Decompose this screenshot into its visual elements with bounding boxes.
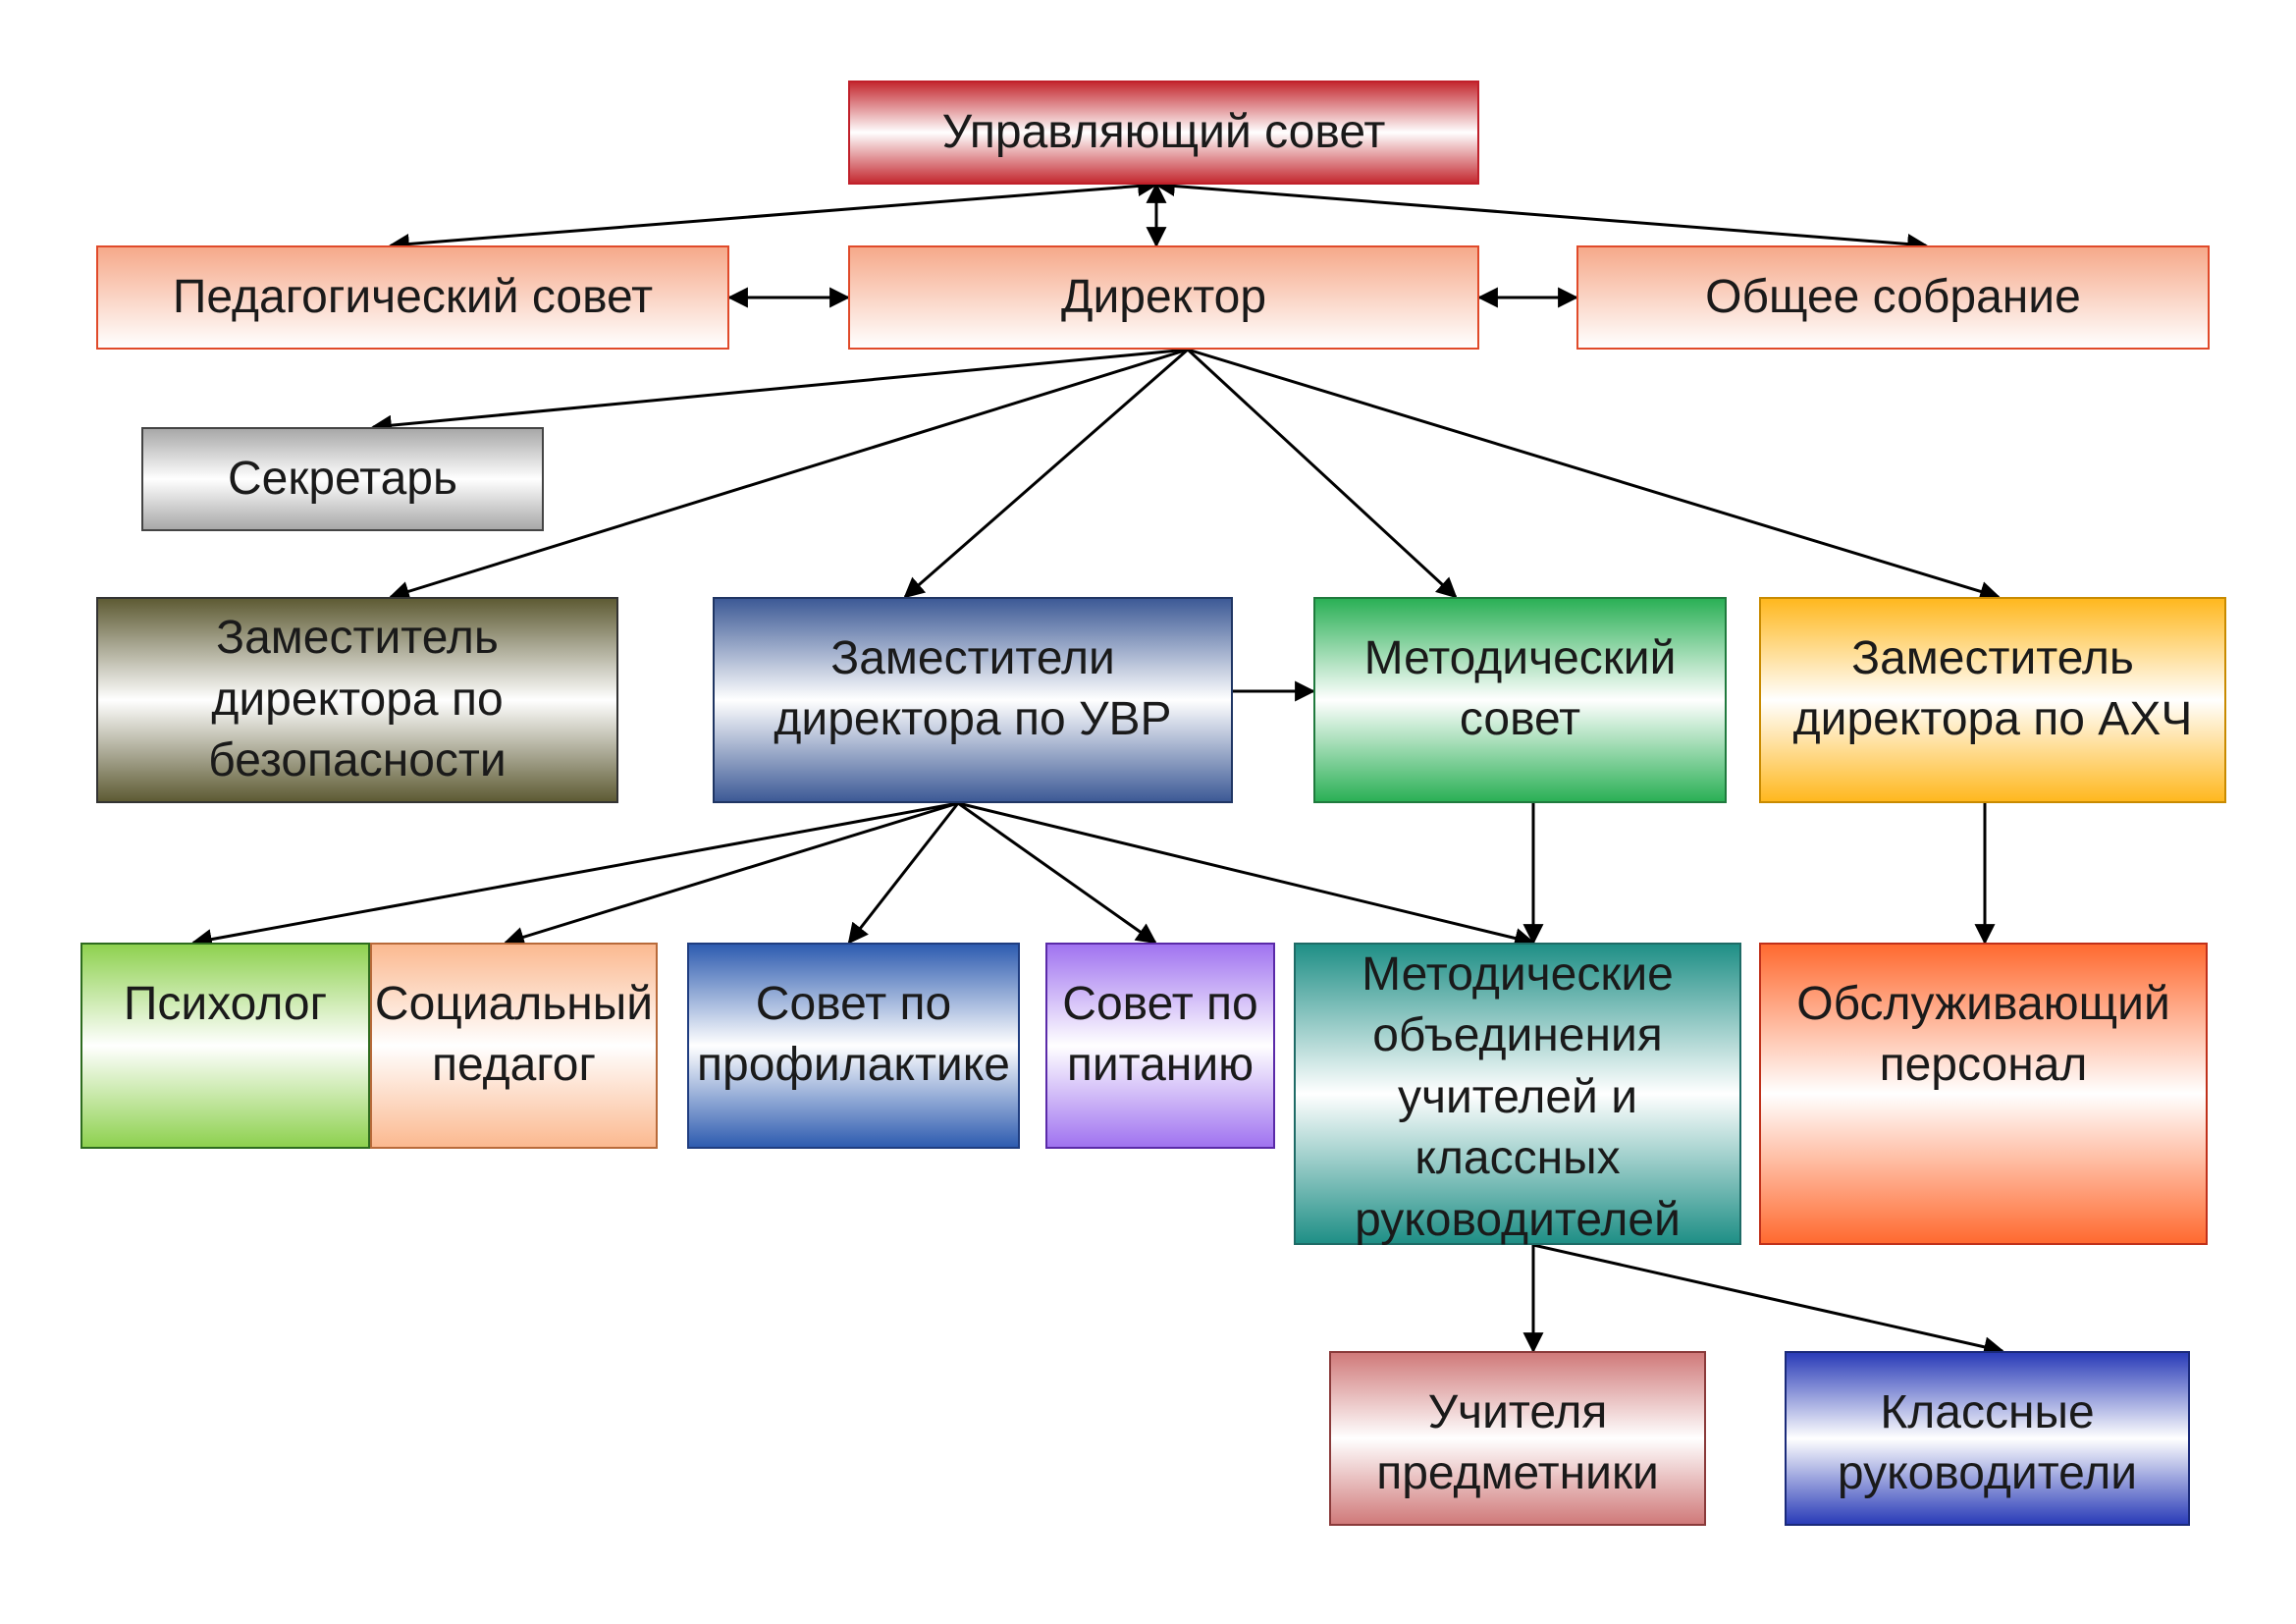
node-label: Обслуживающий персонал: [1796, 978, 2170, 1092]
node-deputy-security: Заместитель директора по безопасности: [96, 597, 618, 803]
node-label: Психолог: [123, 978, 328, 1030]
node-nutrition-council: Совет по питанию: [1045, 943, 1275, 1149]
node-class-teachers: Классные руководители: [1785, 1351, 2190, 1526]
edge-director-to-metcouncil: [1186, 348, 1458, 599]
edge-uvr-to-social: [503, 801, 959, 947]
node-label: Классные руководители: [1837, 1386, 2138, 1500]
node-label: Заместитель директора по АХЧ: [1792, 632, 2193, 746]
node-deputy-uvr: Заместители директора по УВР: [713, 597, 1233, 803]
node-prevention-council: Совет по профилактике: [687, 943, 1020, 1149]
edge-uvr-to-prevent: [847, 802, 960, 945]
node-label: Методические объединения учителей и клас…: [1355, 948, 1681, 1246]
node-subject-teachers: Учителя предметники: [1329, 1351, 1706, 1526]
node-label: Директор: [1060, 270, 1267, 323]
edge-director-to-uvr: [903, 348, 1189, 599]
node-label: Социальный педагог: [374, 978, 654, 1092]
node-label: Заместители директора по УВР: [774, 632, 1172, 746]
node-label: Учителя предметники: [1376, 1386, 1659, 1500]
node-pedagogical-council: Педагогический совет: [96, 245, 729, 350]
edge-methunion-to-classheads: [1532, 1243, 2005, 1358]
node-label: Методический совет: [1363, 632, 1677, 746]
node-governing-council: Управляющий совет: [848, 81, 1479, 185]
node-service-staff: Обслуживающий персонал: [1759, 943, 2208, 1245]
node-label: Совет по питанию: [1062, 978, 1258, 1092]
edge-uvr-to-nutrition: [957, 801, 1157, 945]
node-label: Секретарь: [228, 452, 457, 505]
edge-council-to-assembly: [1153, 176, 1929, 254]
node-social-pedagogue: Социальный педагог: [370, 943, 658, 1149]
node-secretary: Секретарь: [141, 427, 544, 531]
node-general-assembly: Общее собрание: [1576, 245, 2210, 350]
node-director: Директор: [848, 245, 1479, 350]
edge-director-to-axch: [1187, 348, 2002, 602]
node-methodical-unions: Методические объединения учителей и клас…: [1294, 943, 1741, 1246]
node-label: Управляющий совет: [941, 105, 1386, 158]
edge-director-to-secretary: [370, 348, 1189, 436]
node-label: Общее собрание: [1705, 270, 2081, 323]
node-psychologist: Психолог: [80, 943, 370, 1149]
node-label: Педагогический совет: [172, 270, 654, 323]
node-methodical-council: Методический совет: [1313, 597, 1727, 803]
node-label: Совет по профилактике: [697, 978, 1010, 1092]
edge-uvr-to-methunion: [957, 801, 1536, 948]
edge-uvr-to-psych: [190, 801, 959, 949]
node-label: Заместитель директора по безопасности: [208, 612, 507, 787]
edge-council-to-pedsovet: [388, 176, 1159, 254]
node-deputy-axch: Заместитель директора по АХЧ: [1759, 597, 2226, 803]
